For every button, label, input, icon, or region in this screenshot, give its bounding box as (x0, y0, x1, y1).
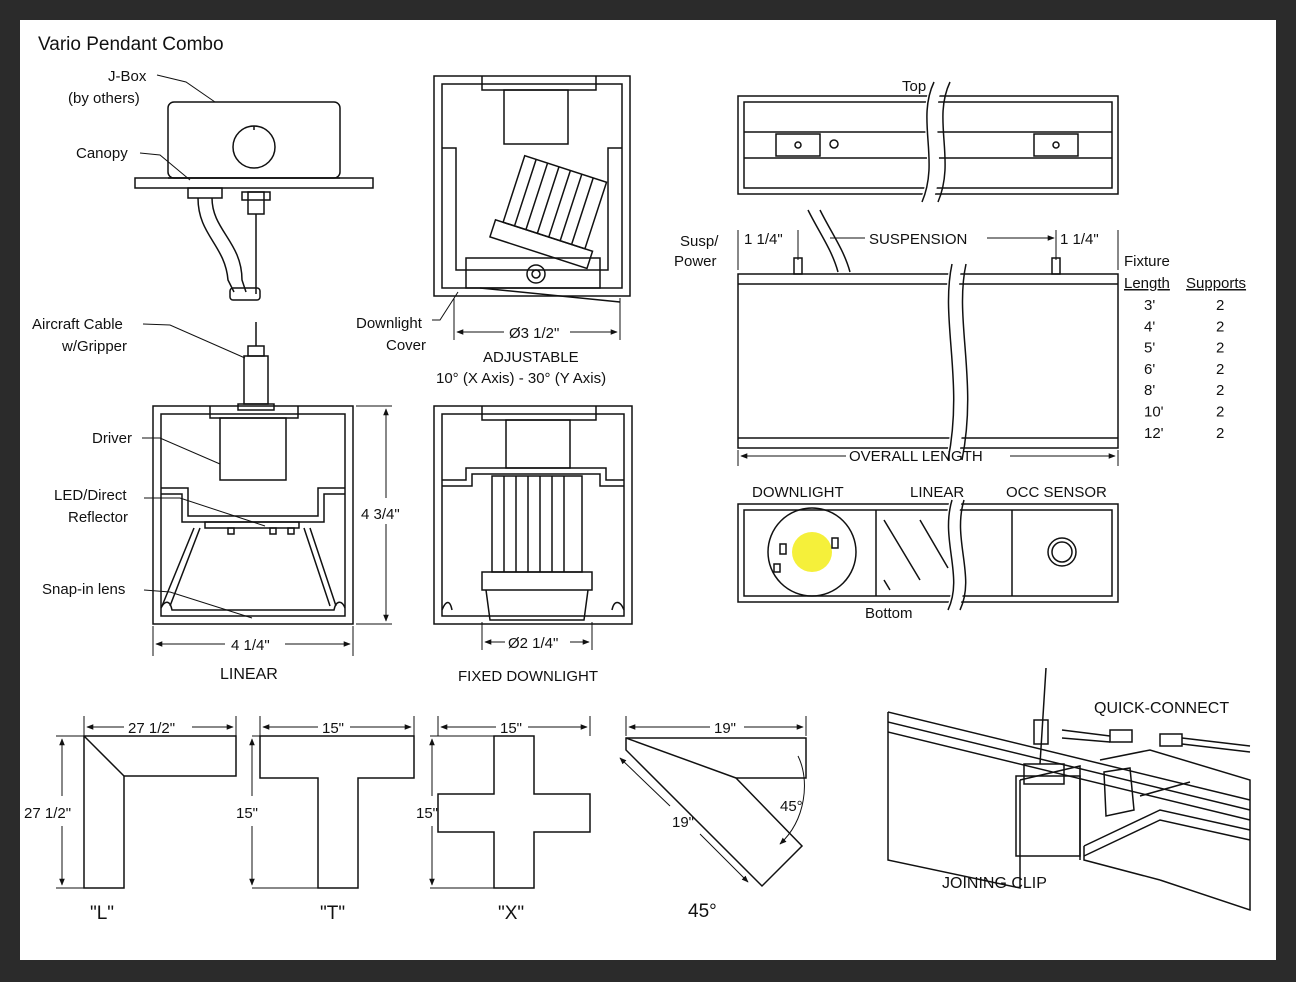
suspension-dim: SUSPENSION (869, 231, 967, 248)
downlight-cover-label-2: Cover (386, 337, 426, 354)
angle-joint-top-dim: 19" (714, 720, 736, 737)
canopy-label: Canopy (76, 145, 128, 162)
t-joint: 15" 15" "T" (236, 716, 415, 924)
bottom-view: DOWNLIGHT LINEAR OCC SENSOR Bottom (737, 484, 1119, 622)
fixed-caption: FIXED DOWNLIGHT (458, 668, 598, 685)
drawing-canvas: Vario Pendant Combo J-Box (by others) Ca… (24, 34, 1251, 924)
quick-connect-illustration: QUICK-CONNECT JOINING CLIP (887, 667, 1251, 912)
table-header-fixture: Fixture (1124, 253, 1170, 270)
t-joint-name: "T" (320, 903, 345, 924)
t-joint-side-dim: 15" (236, 805, 258, 822)
jbox-label-note: (by others) (68, 90, 140, 107)
bottom-view-caption: Bottom (865, 605, 913, 622)
power-label: Power (674, 253, 717, 270)
table-cell-length: 5' (1144, 340, 1155, 357)
led-label: LED/Direct (54, 487, 127, 504)
t-joint-top-dim: 15" (322, 720, 344, 737)
angle-joint-diag-dim: 19" (672, 814, 694, 831)
table-cell-length: 12' (1144, 425, 1164, 442)
supports-table: Fixture Length Supports 3' 2 4' 2 5' 2 6' 2 8' 2 1… (1124, 253, 1246, 442)
susp-label: Susp/ (680, 233, 719, 250)
x-joint-side-dim: 15" (416, 805, 438, 822)
left-end-dim: 1 1/4" (744, 231, 783, 248)
page-title: Vario Pendant Combo (38, 34, 224, 55)
fixed-downlight-section: Ø2 1/4" FIXED DOWNLIGHT (433, 405, 633, 685)
adjustable-section: Downlight Cover Ø3 1/2" ADJUSTABLE 10° (… (356, 75, 631, 387)
downlight-label: DOWNLIGHT (752, 484, 844, 501)
table-cell-length: 10' (1144, 404, 1164, 421)
right-end-dim: 1 1/4" (1060, 231, 1099, 248)
reflector-label: Reflector (68, 509, 128, 526)
table-cell-length: 4' (1144, 318, 1155, 335)
l-joint: 27 1/2" 27 1/2" "L" (24, 716, 237, 924)
linear-label: LINEAR (910, 484, 964, 501)
adjustable-axis-note: 10° (X Axis) - 30° (Y Axis) (436, 370, 606, 387)
driver-label: Driver (92, 430, 132, 447)
table-cell-length: 6' (1144, 361, 1155, 378)
adjustable-caption: ADJUSTABLE (483, 349, 579, 366)
aircraft-cable-label-2: w/Gripper (61, 338, 127, 355)
linear-section: Aircraft Cable w/Gripper Driver LED/Dire… (32, 316, 400, 683)
linear-width-dim: 4 1/4" (231, 637, 270, 654)
downlight-cover-label: Downlight (356, 315, 423, 332)
snap-lens-label: Snap-in lens (42, 581, 125, 598)
table-cell-length: 3' (1144, 297, 1155, 314)
x-joint-name: "X" (498, 903, 524, 924)
linear-height-dim: 4 3/4" (361, 506, 400, 523)
drawing-sheet: Vario Pendant Combo J-Box (by others) Ca… (20, 20, 1276, 960)
l-joint-name: "L" (90, 903, 114, 924)
table-header-supports: Supports (1186, 275, 1246, 292)
angle-joint-name: 45° (688, 901, 717, 922)
table-cell-supports: 2 (1216, 318, 1224, 335)
table-header-length: Length (1124, 275, 1170, 292)
elevation-view: Susp/ Power 1 1/4" 1 1/4" SUSPENSION OVE… (674, 209, 1119, 466)
aircraft-cable-label: Aircraft Cable (32, 316, 123, 333)
table-cell-supports: 2 (1216, 425, 1224, 442)
overall-length-dim: OVERALL LENGTH (849, 448, 983, 465)
jbox-label: J-Box (108, 68, 147, 85)
angle-joint: 19" 19" 45° 45° (619, 716, 807, 922)
x-joint: 15" 15" "X" (416, 716, 591, 924)
fixed-diameter-dim: Ø2 1/4" (508, 635, 558, 652)
angle-joint-angle: 45° (780, 798, 803, 815)
adjustable-diameter-dim: Ø3 1/2" (509, 325, 559, 342)
l-joint-top-dim: 27 1/2" (128, 720, 175, 737)
l-joint-side-dim: 27 1/2" (24, 805, 71, 822)
table-cell-supports: 2 (1216, 404, 1224, 421)
table-cell-supports: 2 (1216, 361, 1224, 378)
linear-caption: LINEAR (220, 666, 278, 683)
canopy-assembly: J-Box (by others) Canopy (68, 68, 374, 301)
x-joint-top-dim: 15" (500, 720, 522, 737)
table-cell-supports: 2 (1216, 340, 1224, 357)
occ-sensor-label: OCC SENSOR (1006, 484, 1107, 501)
top-view-label: Top (902, 78, 926, 95)
top-view: Top (737, 78, 1119, 205)
joining-clip-label: JOINING CLIP (942, 875, 1047, 892)
downlight-lens (792, 532, 832, 572)
table-cell-length: 8' (1144, 382, 1155, 399)
quick-connect-label: QUICK-CONNECT (1094, 700, 1229, 717)
table-cell-supports: 2 (1216, 297, 1224, 314)
table-cell-supports: 2 (1216, 382, 1224, 399)
